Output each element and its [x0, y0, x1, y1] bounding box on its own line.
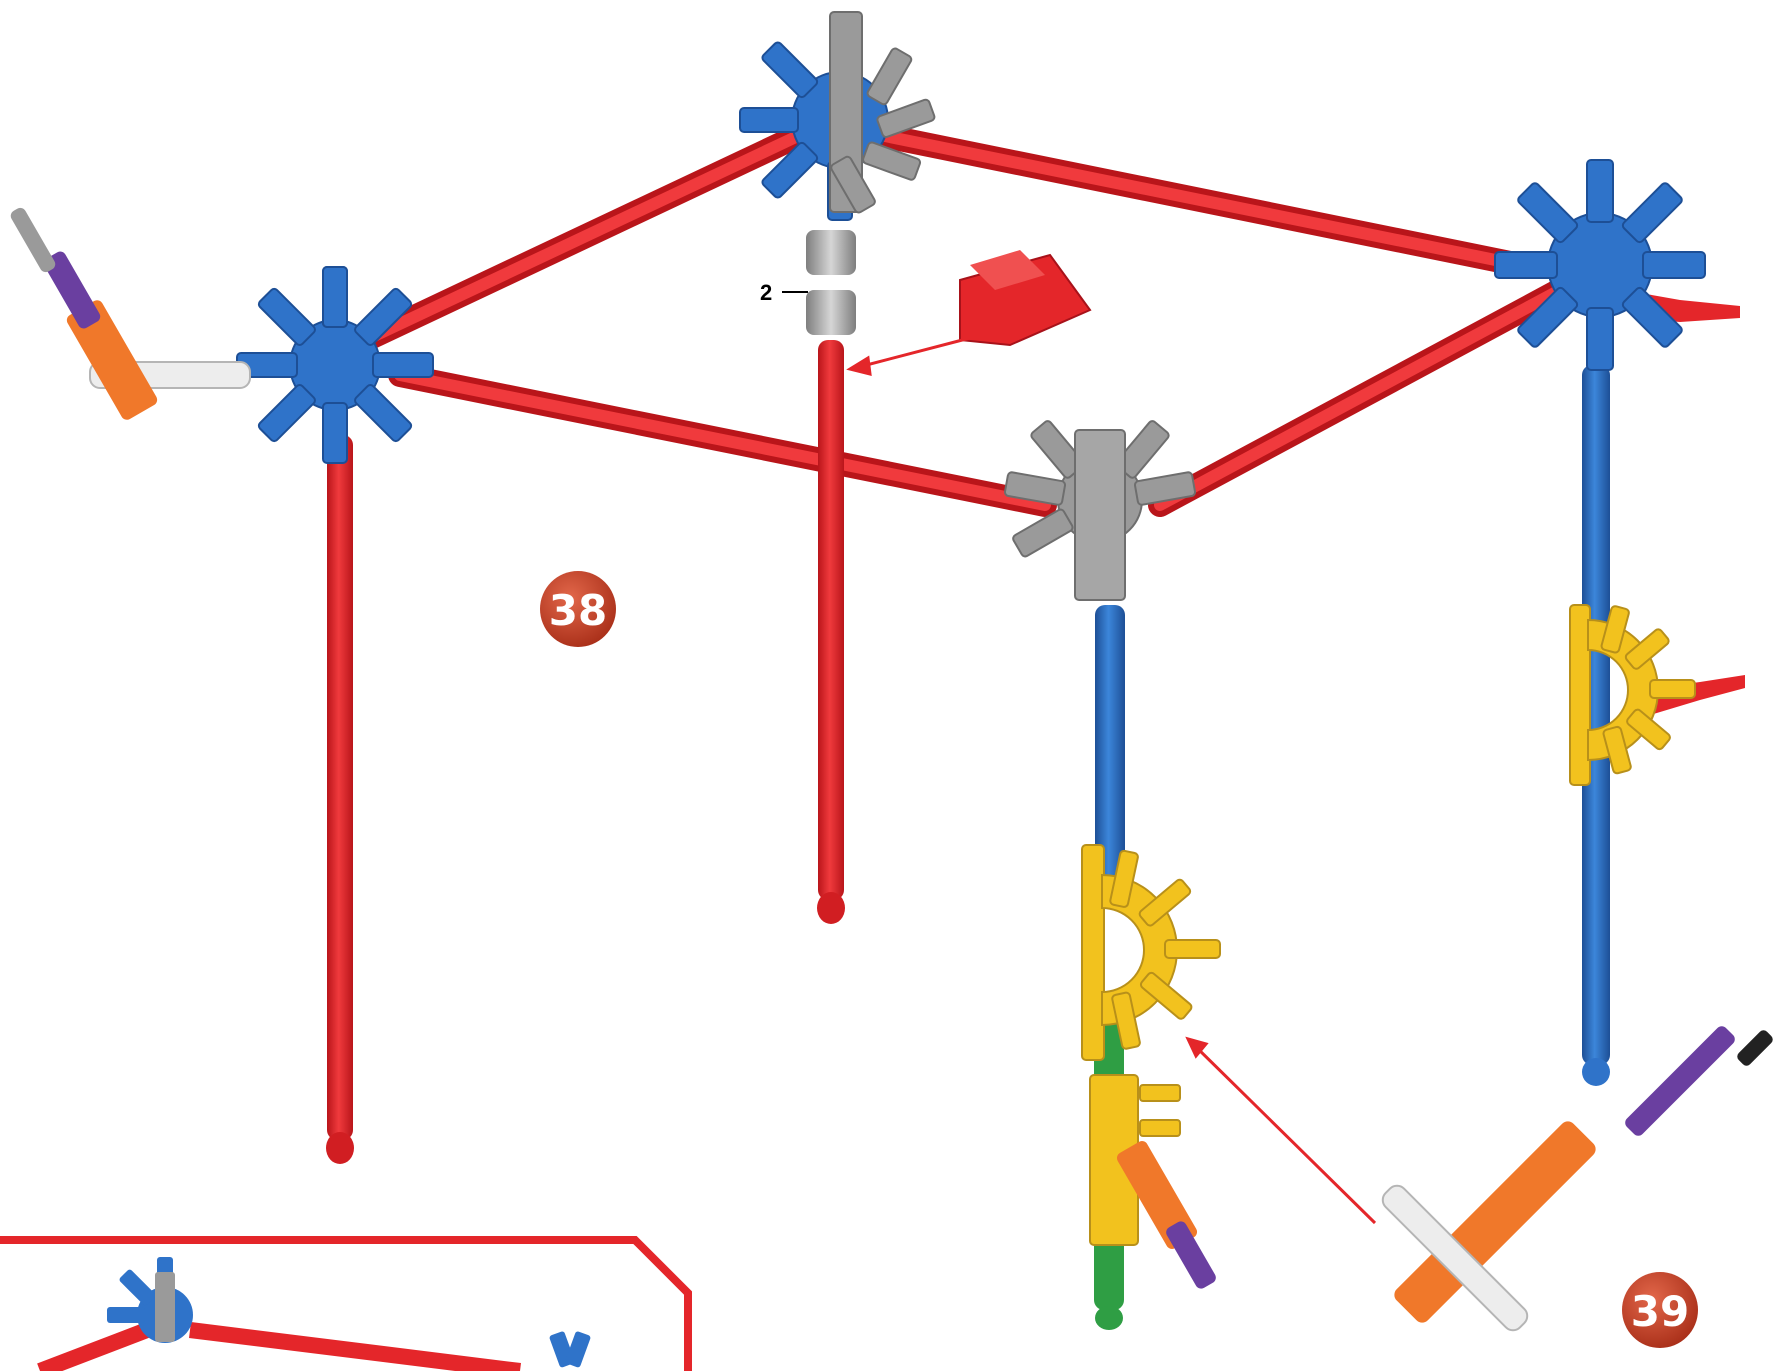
blue-8-way-connector-icon: [237, 267, 433, 463]
blue-connector-right: [1495, 160, 1705, 370]
yellow-half-wheel-connector-icon: [1570, 605, 1695, 785]
purple-rod-loose: [1623, 1024, 1738, 1139]
step-badge-39: 39: [1622, 1272, 1698, 1348]
gray-rod-left: [9, 206, 58, 275]
arrow-rod-to-yellow: [1192, 1043, 1375, 1223]
step-badge-38: 38: [540, 571, 616, 647]
step-badge-39-label: 39: [1631, 1287, 1689, 1336]
inset-panel: [0, 1240, 688, 1371]
blue-rod-front-leg: [1095, 605, 1125, 885]
count-callout-label: 2: [760, 280, 772, 305]
red-clip-icon: [960, 250, 1090, 345]
left-attachments: [9, 206, 250, 422]
inset-preview: [40, 1257, 591, 1371]
gray-spacers: [806, 230, 856, 335]
loose-rod-assembly: [1379, 1024, 1775, 1335]
yellow-connector-right: [1570, 605, 1695, 785]
arrow-clip-to-back-leg: [855, 338, 970, 368]
blue-gray-connector-top: [740, 12, 936, 220]
step-badge-38-label: 38: [549, 586, 607, 635]
black-end-loose: [1735, 1028, 1775, 1068]
red-rod-left-leg: [327, 435, 353, 1140]
red-rod-back-leg: [818, 340, 844, 900]
yellow-connector-front: [1082, 845, 1220, 1060]
count-callout: 2: [760, 280, 808, 305]
blue-connector-left: [237, 267, 433, 463]
